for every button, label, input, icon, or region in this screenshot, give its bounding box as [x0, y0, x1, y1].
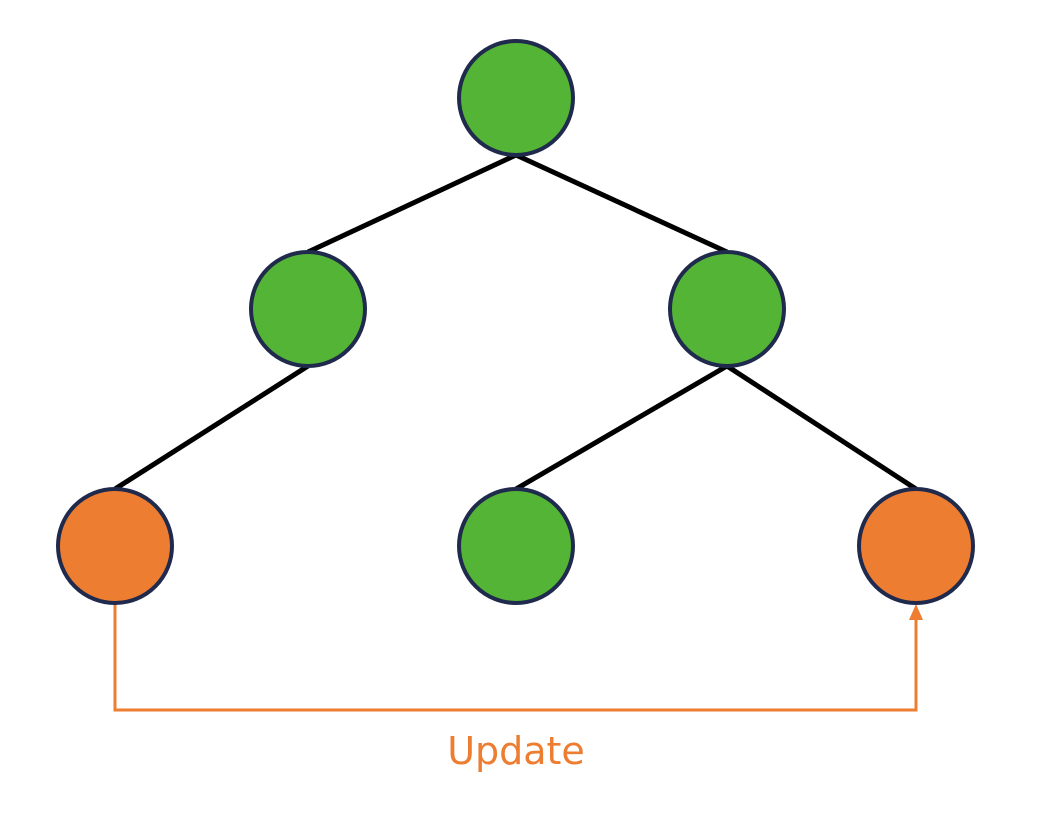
- update-arrow-layer: [113, 603, 923, 712]
- tree-node-left-child: [249, 250, 367, 368]
- nodes-layer: [56, 39, 975, 605]
- update-label: Update: [447, 729, 585, 773]
- tree-node-root: [457, 39, 575, 157]
- tree-node-right-left-leaf: [457, 487, 575, 605]
- tree-edge: [113, 363, 310, 492]
- update-arrowhead: [909, 604, 923, 620]
- tree-node-left-left-leaf: [56, 487, 174, 605]
- update-arrow-line: [113, 603, 918, 712]
- tree-node-right-child: [668, 250, 786, 368]
- tree-edge: [514, 363, 729, 492]
- tree-edge: [514, 152, 729, 255]
- tree-edge: [725, 363, 918, 492]
- tree-node-right-right-leaf: [857, 487, 975, 605]
- edges-layer: [113, 152, 918, 492]
- tree-edge: [306, 152, 518, 255]
